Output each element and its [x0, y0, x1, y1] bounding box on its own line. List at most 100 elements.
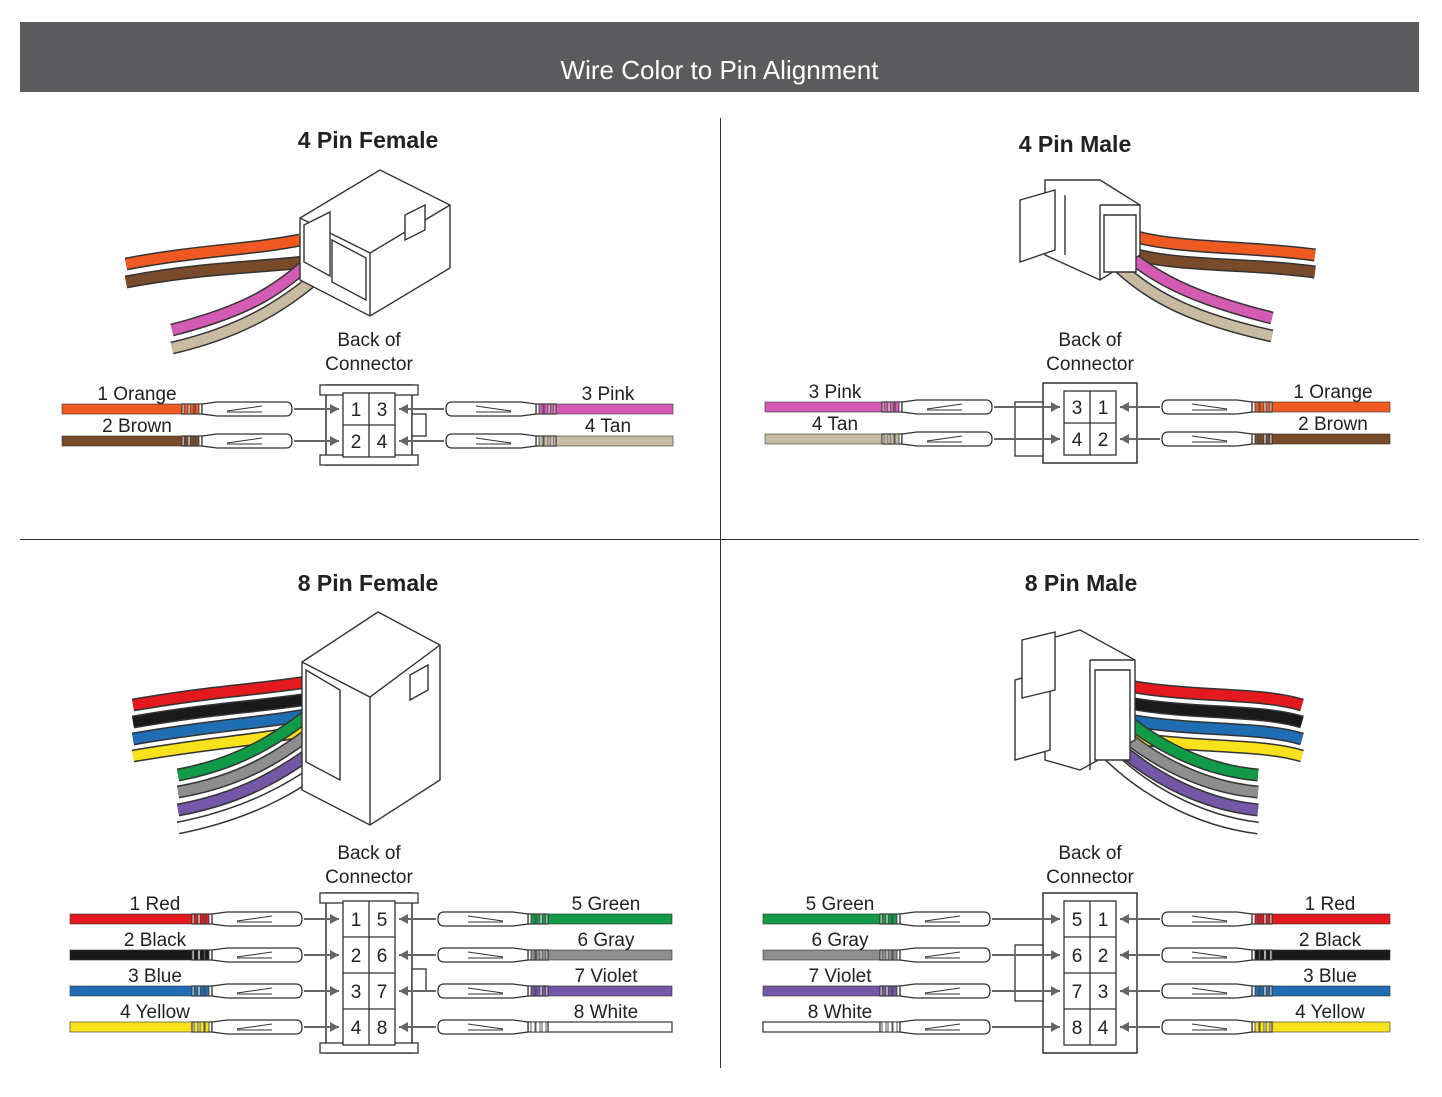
panel-title-4-pin-female: 4 Pin Female [297, 127, 439, 153]
wire-green: 5 Green [399, 894, 673, 927]
wire-label: 2 Brown [102, 416, 172, 437]
wire-label: 4 Yellow [120, 1002, 190, 1023]
connector-label: Connector [1046, 867, 1134, 888]
wire-label: 5 Green [806, 894, 875, 915]
wire-brown: 2 Brown [61, 416, 339, 449]
pin-number-4: 4 [1098, 1018, 1109, 1039]
pin-number-1: 1 [351, 400, 362, 421]
wire-label: 5 Green [572, 894, 641, 915]
wire-pink: 3 Pink [399, 384, 674, 417]
wire-label: 2 Black [124, 930, 187, 951]
wire-label: 4 Yellow [1295, 1002, 1365, 1023]
pin-number-8: 8 [1072, 1018, 1083, 1039]
pin-number-7: 7 [377, 982, 388, 1003]
wire-red: 1 Red [69, 894, 339, 927]
wire-black: 2 Black [69, 930, 339, 963]
panel-title-4-pin-male: 4 Pin Male [1018, 131, 1132, 157]
back-of-label: Back of [1058, 330, 1122, 351]
wire-label: 1 Red [130, 894, 181, 915]
wire-violet: 7 Violet [399, 966, 673, 999]
wire-label: 4 Tan [812, 414, 858, 435]
pin-number-4: 4 [351, 1018, 362, 1039]
connector-illustration-p8m [1014, 629, 1304, 835]
pin-number-5: 5 [377, 910, 388, 931]
wire-yellow: 4 Yellow [1120, 1002, 1391, 1035]
wire-label: 3 Blue [1303, 966, 1357, 987]
pin-number-3: 3 [377, 400, 388, 421]
back-of-label: Back of [337, 330, 401, 351]
connector-label: Connector [1046, 354, 1134, 375]
pin-number-2: 2 [1098, 430, 1109, 451]
back-of-label: Back of [337, 843, 401, 864]
panel-title-8-pin-female: 8 Pin Female [297, 570, 439, 596]
pin-number-8: 8 [377, 1018, 388, 1039]
wire-orange: 1 Orange [61, 384, 339, 417]
vertical-divider [720, 118, 721, 1068]
wire-yellow: 4 Yellow [69, 1002, 339, 1035]
wire-brown: 2 Brown [1120, 414, 1391, 447]
wire-label: 2 Brown [1298, 414, 1368, 435]
wire-gray: 6 Gray [762, 930, 1060, 963]
pin-number-5: 5 [1072, 910, 1083, 931]
wire-white: 8 White [762, 1002, 1060, 1035]
wire-label: 7 Violet [574, 966, 638, 987]
connector-label: Connector [325, 867, 413, 888]
pin-number-6: 6 [1072, 946, 1083, 967]
connector-illustration-p4f [124, 169, 451, 355]
wire-gray: 6 Gray [399, 930, 673, 963]
wire-label: 3 Pink [809, 382, 862, 403]
wire-violet: 7 Violet [762, 966, 1060, 999]
wire-label: 7 Violet [808, 966, 872, 987]
wire-label: 8 White [808, 1002, 872, 1023]
pin-number-2: 2 [351, 432, 362, 453]
header-bar: Wire Color to Pin Alignment [20, 22, 1419, 92]
wire-red: 1 Red [1120, 894, 1391, 927]
connector-latch [411, 413, 427, 437]
wire-label: 1 Red [1305, 894, 1356, 915]
wire-label: 6 Gray [811, 930, 869, 951]
wire-blue: 3 Blue [69, 966, 339, 999]
panel-title-8-pin-male: 8 Pin Male [1024, 570, 1138, 596]
pin-number-3: 3 [1098, 982, 1109, 1003]
wire-label: 3 Pink [582, 384, 635, 405]
pin-number-3: 3 [351, 982, 362, 1003]
pin-number-4: 4 [1072, 430, 1083, 451]
wire-label: 8 White [574, 1002, 638, 1023]
pin-number-6: 6 [377, 946, 388, 967]
pin-number-1: 1 [1098, 910, 1109, 931]
wire-tan: 4 Tan [764, 414, 1060, 447]
connector-latch [1014, 944, 1044, 1002]
wire-label: 1 Orange [97, 384, 176, 405]
connector-label: Connector [325, 354, 413, 375]
wire-white: 8 White [399, 1002, 673, 1035]
pin-number-1: 1 [351, 910, 362, 931]
pin-number-7: 7 [1072, 982, 1083, 1003]
back-of-label: Back of [1058, 843, 1122, 864]
connector-illustration-p4m [1019, 179, 1316, 343]
pin-number-2: 2 [351, 946, 362, 967]
wire-label: 1 Orange [1293, 382, 1372, 403]
wire-label: 4 Tan [585, 416, 631, 437]
connector-illustration-p8f [131, 611, 441, 835]
wire-black: 2 Black [1120, 930, 1391, 963]
pin-number-1: 1 [1098, 398, 1109, 419]
connector-latch [411, 968, 427, 992]
wire-blue: 3 Blue [1120, 966, 1391, 999]
wire-label: 6 Gray [577, 930, 635, 951]
pin-number-3: 3 [1072, 398, 1083, 419]
wire-orange: 1 Orange [1120, 382, 1391, 415]
page-title: Wire Color to Pin Alignment [560, 55, 879, 85]
pin-number-4: 4 [377, 432, 388, 453]
wire-pink: 3 Pink [764, 382, 1060, 415]
wire-tan: 4 Tan [399, 416, 674, 449]
wire-green: 5 Green [762, 894, 1060, 927]
pin-number-2: 2 [1098, 946, 1109, 967]
wire-label: 3 Blue [128, 966, 182, 987]
connector-latch [1014, 401, 1044, 457]
horizontal-divider [20, 539, 1419, 540]
